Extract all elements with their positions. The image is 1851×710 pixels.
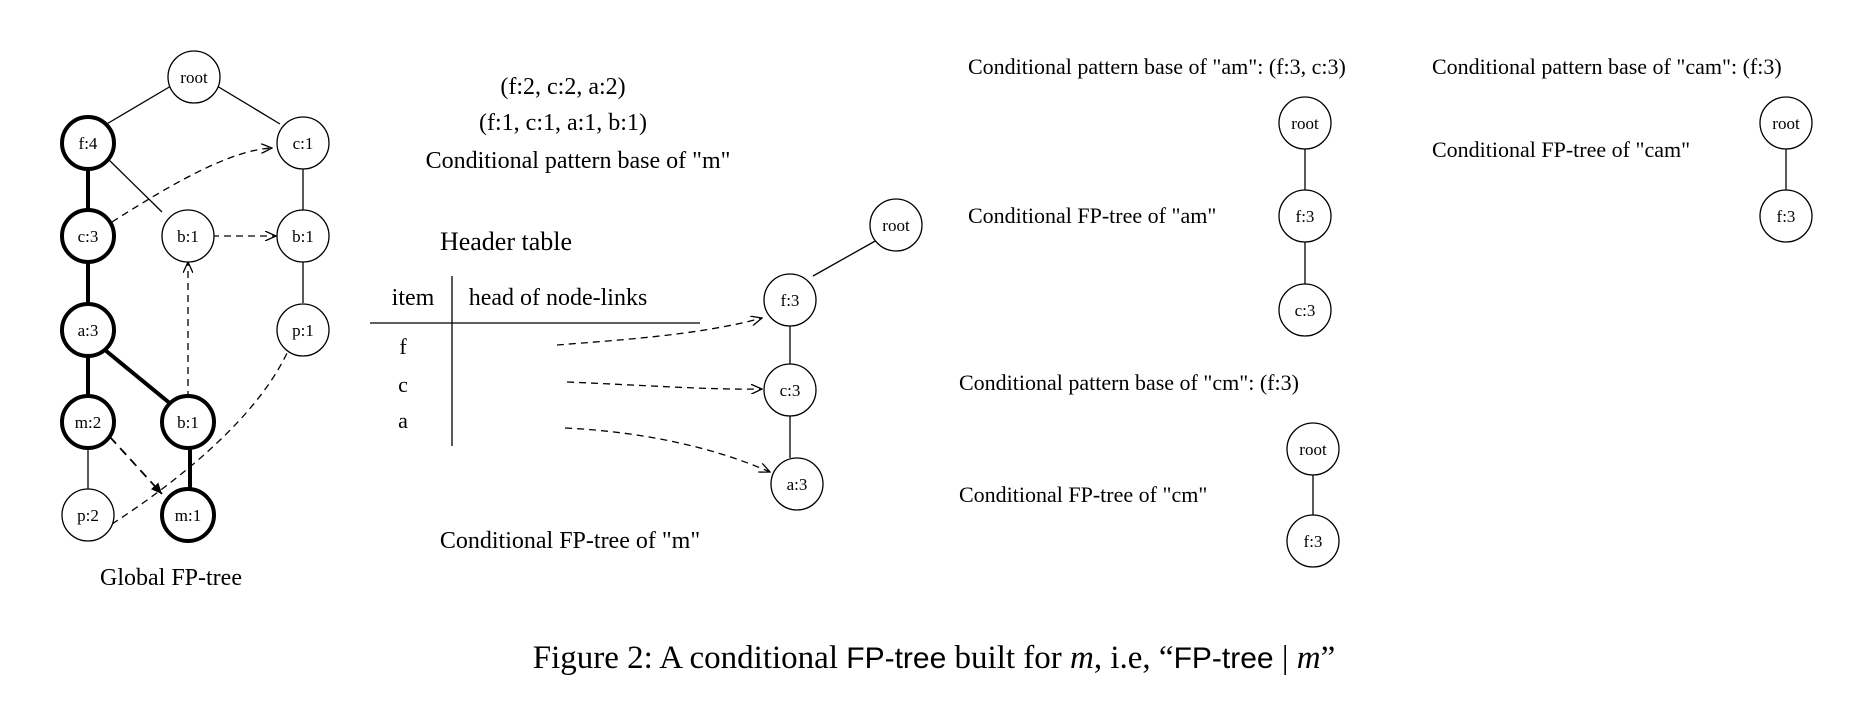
node-label: f:3 [1777, 207, 1796, 226]
node-p2: p:2 [61, 488, 115, 542]
node-label: m:2 [75, 413, 101, 432]
am-pattern-base: Conditional pattern base of "am": (f:3, … [968, 54, 1346, 79]
node-label: f:3 [1296, 207, 1315, 226]
m-conditional-tree-caption: Conditional FP-tree of "m" [440, 528, 700, 554]
node-label: c:1 [293, 134, 314, 153]
header-link-f [556, 318, 762, 346]
node-label: f:3 [1304, 532, 1323, 551]
node-label: c:3 [780, 381, 801, 400]
edge-f4-b1 [105, 156, 163, 213]
edge-root-f3 [812, 239, 878, 277]
node-label: c:3 [78, 227, 99, 246]
node-label: f:4 [79, 134, 98, 153]
caption-var-m-2: m [1297, 640, 1321, 676]
node-b1-right: b:1 [276, 209, 330, 263]
node-label: root [1299, 440, 1327, 459]
am-panel: Conditional pattern base of "am": (f:3, … [968, 54, 1346, 337]
node-label: root [1291, 114, 1319, 133]
link-m2-to-m1 [109, 436, 163, 495]
node-m1: m:1 [160, 487, 216, 543]
header-col-head: head of node-links [469, 285, 648, 311]
m-node-root: root [869, 198, 923, 252]
header-row-c: c [398, 372, 408, 397]
am-tree-label: Conditional FP-tree of "am" [968, 203, 1216, 228]
m-conditional-tree: root f:3 c:3 a:3 Conditional FP-tree of … [440, 198, 923, 554]
header-link-a [564, 427, 770, 472]
node-b1-mid: b:1 [161, 209, 215, 263]
node-label: root [1772, 114, 1800, 133]
global-fp-tree-caption: Global FP-tree [100, 565, 242, 591]
cm-tree-label: Conditional FP-tree of "cm" [959, 482, 1207, 507]
caption-close: ” [1321, 640, 1336, 676]
caption-var-m: m [1070, 640, 1094, 676]
node-label: b:1 [292, 227, 314, 246]
cam-pattern-base: Conditional pattern base of "cam": (f:3) [1432, 54, 1782, 79]
edge-a3-b1 [103, 348, 174, 407]
cam-tree-label: Conditional FP-tree of "cam" [1432, 137, 1690, 162]
node-label: b:1 [177, 413, 199, 432]
m-node-f3: f:3 [763, 273, 817, 327]
node-c1-top: c:1 [276, 116, 330, 170]
node-label: root [882, 216, 910, 235]
m-node-c3: c:3 [763, 363, 817, 417]
cm-panel: Conditional pattern base of "cm": (f:3) … [959, 370, 1340, 568]
header-col-item: item [392, 285, 435, 311]
node-label: m:1 [175, 506, 201, 525]
caption-bar: | [1274, 640, 1297, 676]
cm-node-root: root [1286, 422, 1340, 476]
caption-after-m: , i.e, “ [1094, 640, 1174, 676]
m-pattern-base: (f:2, c:2, a:2) (f:1, c:1, a:1, b:1) Con… [426, 74, 731, 174]
caption-prefix: Figure 2: A conditional [533, 640, 846, 676]
link-c3-to-c1 [111, 148, 272, 223]
am-node-root: root [1278, 96, 1332, 150]
node-root: root [167, 50, 221, 104]
am-node-f3: f:3 [1278, 189, 1332, 243]
global-fp-tree: root f:4 c:1 c:3 b:1 b:1 a:3 p:1 [60, 50, 330, 591]
header-table: Header table item head of node-links f c… [370, 227, 770, 472]
caption-mid: built for [946, 640, 1070, 676]
node-label: a:3 [787, 475, 808, 494]
node-p1: p:1 [276, 303, 330, 357]
node-a3: a:3 [60, 302, 116, 358]
figure-caption: Figure 2: A conditional FP-tree built fo… [533, 640, 1335, 676]
node-label: p:2 [77, 506, 99, 525]
cam-node-root: root [1759, 96, 1813, 150]
header-row-f: f [399, 334, 407, 359]
cam-panel: Conditional pattern base of "cam": (f:3)… [1432, 54, 1813, 243]
node-f4: f:4 [60, 115, 116, 171]
caption-fptree-2: FP-tree [1174, 642, 1274, 675]
node-label: f:3 [781, 291, 800, 310]
node-c3: c:3 [60, 208, 116, 264]
node-label: p:1 [292, 321, 314, 340]
node-label: c:3 [1295, 301, 1316, 320]
cm-node-f3: f:3 [1286, 514, 1340, 568]
caption-fptree: FP-tree [846, 642, 946, 675]
header-link-c [566, 381, 762, 389]
node-m2: m:2 [60, 394, 116, 450]
header-table-title: Header table [440, 227, 572, 256]
cam-node-f3: f:3 [1759, 189, 1813, 243]
m-pattern-line-1: (f:2, c:2, a:2) [500, 74, 625, 100]
m-pattern-base-title: Conditional pattern base of "m" [426, 148, 731, 174]
m-pattern-line-2: (f:1, c:1, a:1, b:1) [479, 110, 647, 136]
node-label: a:3 [78, 321, 99, 340]
m-node-a3: a:3 [770, 457, 824, 511]
edge-root-c1 [216, 85, 281, 125]
edge-root-f4 [104, 85, 172, 126]
header-row-a: a [398, 408, 408, 433]
node-label: root [180, 68, 208, 87]
node-b1-low: b:1 [160, 394, 216, 450]
node-label: b:1 [177, 227, 199, 246]
cm-pattern-base: Conditional pattern base of "cm": (f:3) [959, 370, 1299, 395]
link-p2-to-p1 [111, 330, 296, 525]
am-node-c3: c:3 [1278, 283, 1332, 337]
